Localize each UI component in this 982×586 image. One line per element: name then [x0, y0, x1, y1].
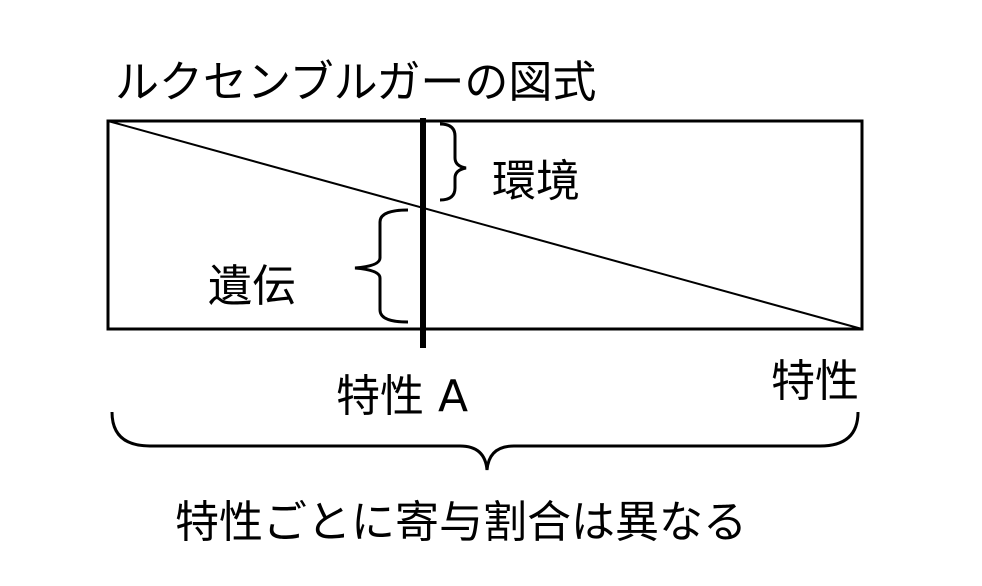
trait-label: 特性	[771, 356, 859, 407]
environment-brace	[439, 122, 467, 202]
heredity-label: 遺伝	[208, 261, 296, 312]
environment-label: 環境	[492, 156, 580, 207]
diagram-title: ルクセンブルガーの図式	[115, 57, 597, 108]
diagonal-line	[107, 120, 863, 330]
heredity-brace	[354, 208, 409, 324]
diagram-box	[106, 119, 864, 331]
caption: 特性ごとに寄与割合は異なる	[175, 497, 747, 548]
trait-a-label: 特性 A	[336, 371, 469, 422]
bottom-brace	[110, 411, 860, 471]
